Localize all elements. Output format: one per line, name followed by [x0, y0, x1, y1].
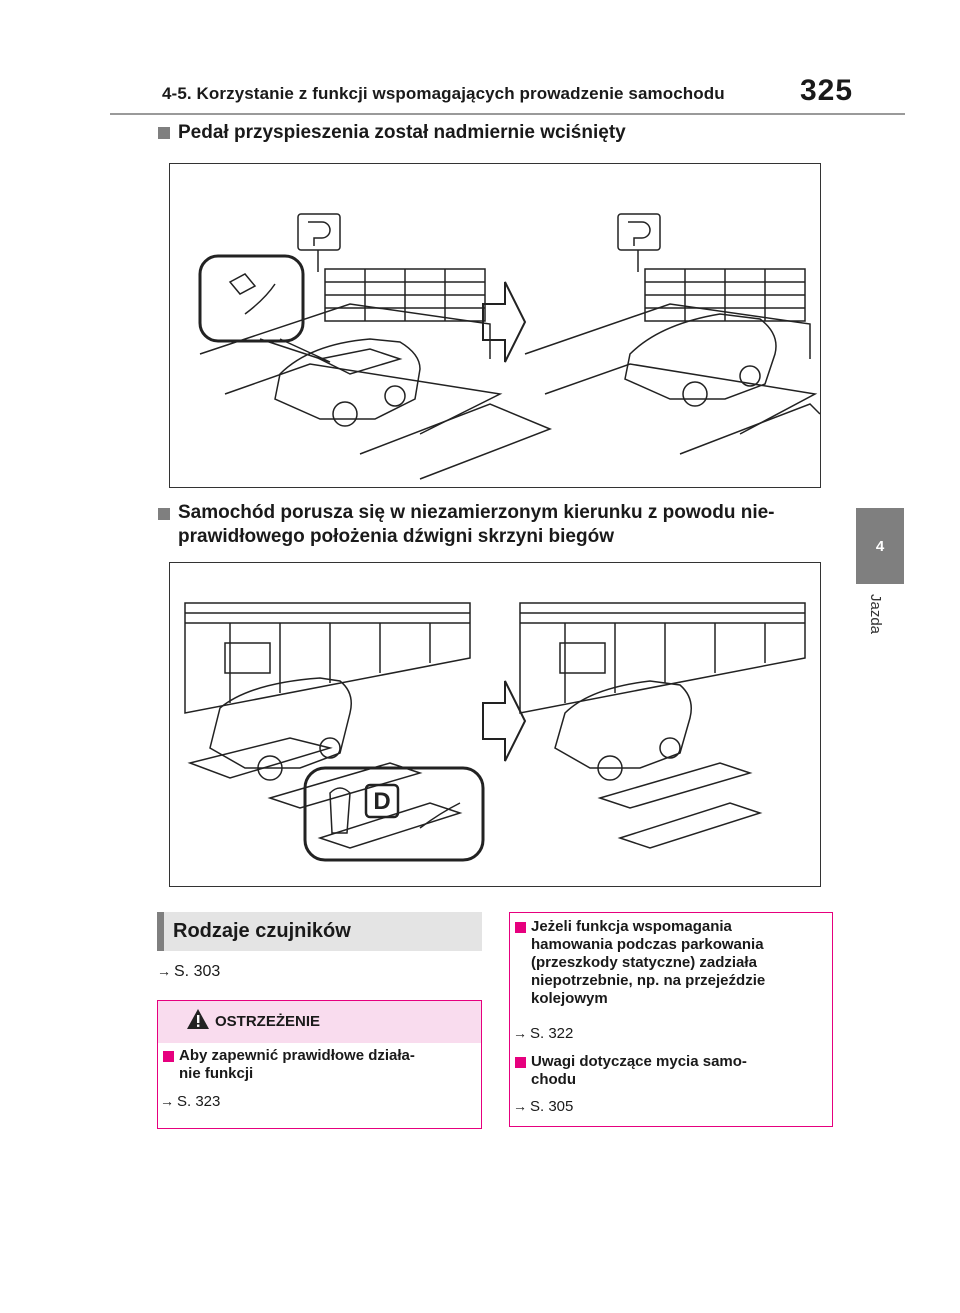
warning-title: OSTRZEŻENIE [215, 1013, 321, 1030]
figure-accelerator-parking [169, 163, 821, 488]
pink-bullet-square [515, 922, 526, 933]
section-heading-shift-line1: Samochód porusza się w niezamierzonym ki… [178, 502, 775, 523]
info-item2-line2: chodu [531, 1071, 576, 1088]
page-number: 325 [800, 74, 854, 107]
chapter-label-text: Jazda [867, 594, 884, 635]
right-arrow-icon [482, 680, 527, 762]
right-arrow-icon [482, 281, 527, 363]
info-item2-line1: Uwagi dotyczące mycia samo- [531, 1053, 747, 1070]
pedal-callout-left [198, 254, 305, 343]
warning-ref: →S. 323 [160, 1093, 220, 1110]
car-left-store [209, 677, 352, 769]
right-arrow-icon: → [513, 1098, 527, 1114]
right-arrow-icon: → [160, 1093, 174, 1109]
right-arrow-icon: → [513, 1025, 527, 1041]
info-item1-ref-link[interactable]: S. 322 [530, 1025, 574, 1042]
parking-sign-right [617, 213, 661, 251]
info-item1-line5: kolejowym [531, 990, 608, 1007]
info-item1-line4: niepotrzebnie, np. na przejeździe [531, 972, 766, 989]
sensors-ref: →S. 303 [157, 963, 220, 981]
bullet-square [158, 508, 170, 520]
sensors-ref-link[interactable]: S. 303 [174, 963, 221, 980]
info-item2-ref: →S. 305 [513, 1098, 573, 1115]
info-item1-ref: →S. 322 [513, 1025, 573, 1042]
info-item1-line2: hamowania podczas parkowania [531, 936, 764, 953]
right-arrow-icon: → [157, 963, 171, 979]
chapter-number: 4 [875, 538, 885, 555]
sensors-title: Rodzaje czujników [173, 920, 351, 942]
running-header: 4-5. Korzystanie z funkcji wspomagającyc… [162, 84, 725, 103]
section-heading-shift-line2: prawidłowego położenia dźwigni skrzyni b… [178, 526, 614, 547]
car-right-store [554, 680, 692, 769]
info-item2-ref-link[interactable]: S. 305 [530, 1098, 574, 1115]
illustration-parking-lot [198, 213, 820, 480]
info-item1-line3: (przeszkody statyczne) zadziała [531, 954, 757, 971]
storefront-right [519, 602, 806, 714]
storefront-left [184, 602, 471, 714]
car-left [274, 338, 421, 420]
parking-sign-left [297, 213, 341, 251]
gear-letter: D [373, 788, 390, 815]
warning-item-line1: Aby zapewnić prawidłowe działa- [179, 1047, 415, 1064]
sensors-header-bar [157, 912, 164, 951]
bullet-square [158, 127, 170, 139]
chapter-label: Jazda [866, 594, 892, 654]
pink-bullet-square [163, 1051, 174, 1062]
car-right [624, 313, 777, 400]
sensors-section-header: Rodzaje czujników [157, 912, 482, 951]
warning-box [157, 1000, 482, 1129]
warning-ref-link[interactable]: S. 323 [177, 1093, 221, 1110]
gear-position-box [364, 783, 400, 819]
warning-header [158, 1001, 481, 1043]
chapter-tab: 4 [856, 508, 904, 584]
header-divider [110, 113, 905, 115]
section-heading-accelerator: Pedał przyspieszenia został nadmiernie w… [178, 122, 626, 143]
gear-callout [303, 766, 485, 862]
pink-bullet-square [515, 1057, 526, 1068]
warning-triangle-icon [187, 1009, 209, 1029]
figure-shift-lever-store: D [169, 562, 821, 887]
info-item1-line1: Jeżeli funkcja wspomagania [531, 918, 732, 935]
info-box [509, 912, 833, 1127]
warning-item-line2: nie funkcji [179, 1065, 254, 1082]
illustration-store-front: D [184, 602, 806, 862]
